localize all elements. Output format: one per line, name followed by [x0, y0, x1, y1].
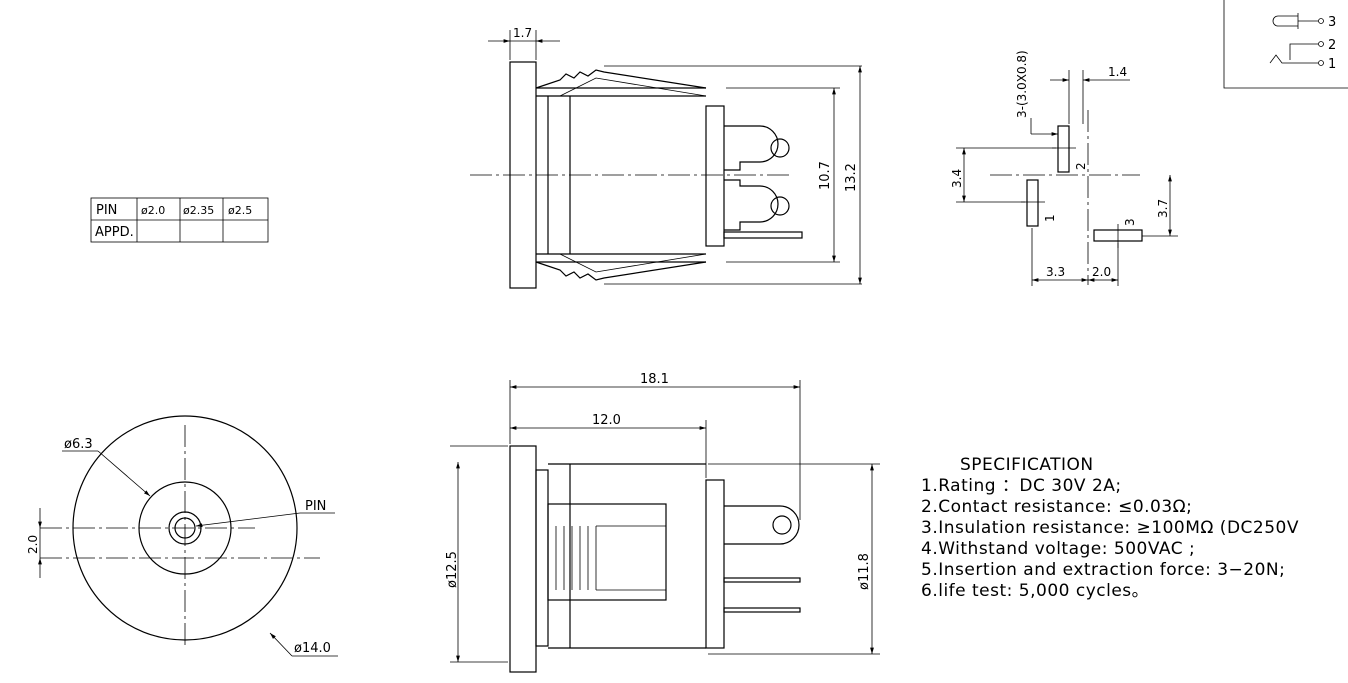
hole-spec: 3-(3.0X0.8): [1015, 50, 1029, 118]
spec-line-1: 1.Rating ：DC 30V 2A;: [921, 476, 1122, 496]
pin-label-2: 2: [1074, 162, 1088, 170]
front-offset: 2.0: [26, 535, 40, 554]
spec-line-5: 5.Insertion and extraction force: 3−20N;: [921, 560, 1285, 580]
front-dia-inner: ø6.3: [64, 437, 93, 452]
schematic-pin2: 2: [1328, 38, 1336, 53]
side-view: 1.7 10.7 13.2: [470, 26, 862, 289]
dim-3-3: 3.3: [1046, 265, 1065, 279]
dim-2-0: 2.0: [1092, 265, 1111, 279]
spec-title: SPECIFICATION: [960, 455, 1094, 475]
table-header-d25: ø2.5: [228, 204, 252, 217]
front-pin-label: PIN: [305, 499, 326, 514]
dim-flange-thickness: 1.7: [513, 26, 532, 40]
specification-block: SPECIFICATION 1.Rating ：DC 30V 2A; 2.Con…: [921, 455, 1299, 601]
dim-total-length: 18.1: [640, 372, 669, 387]
schematic-pin1: 1: [1328, 57, 1336, 72]
spec-line-3: 3.Insulation resistance: ≥100MΩ (DC250V: [921, 518, 1299, 538]
spec-line-4: 4.Withstand voltage: 500VAC ;: [921, 539, 1195, 559]
slot-2: [1057, 125, 1070, 173]
table-header-pin: PIN: [96, 203, 117, 218]
dim-flange-diameter: ø12.5: [445, 551, 460, 588]
dim-inner-height: 10.7: [818, 161, 833, 190]
slot-1: [1026, 179, 1039, 227]
dim-body-length: 12.0: [592, 413, 621, 428]
dim-outer-height: 13.2: [844, 163, 859, 192]
dim-3-4: 3.4: [950, 169, 964, 188]
table-header-d20: ø2.0: [141, 204, 165, 217]
pin-table: PIN ø2.0 ø2.35 ø2.5 APPD.: [90, 197, 269, 243]
front-dia-outer: ø14.0: [294, 641, 331, 656]
pin-layout: 3-(3.0X0.8) 1.4 3.4 3.7 3.3 2.0 1 2 3: [950, 50, 1178, 286]
pin-label-3: 3: [1123, 218, 1137, 226]
table-row-appd: APPD.: [95, 225, 134, 240]
front-view: ø6.3 PIN 2.0 ø14.0: [26, 415, 338, 657]
pin-label-1: 1: [1043, 214, 1057, 222]
schematic-pin3: 3: [1328, 15, 1336, 30]
schematic-symbol: 3 2 1: [1223, 0, 1348, 89]
table-header-d235: ø2.35: [183, 204, 214, 217]
spec-line-6: 6.life test: 5,000 cycles。: [921, 581, 1149, 601]
spec-line-2: 2.Contact resistance: ≤0.03Ω;: [921, 497, 1192, 517]
dim-1-4: 1.4: [1108, 65, 1127, 79]
dim-body-diameter: ø11.8: [857, 553, 872, 590]
dim-3-7: 3.7: [1156, 199, 1170, 218]
top-view: 18.1 12.0 ø12.5 ø11.8: [445, 372, 880, 673]
